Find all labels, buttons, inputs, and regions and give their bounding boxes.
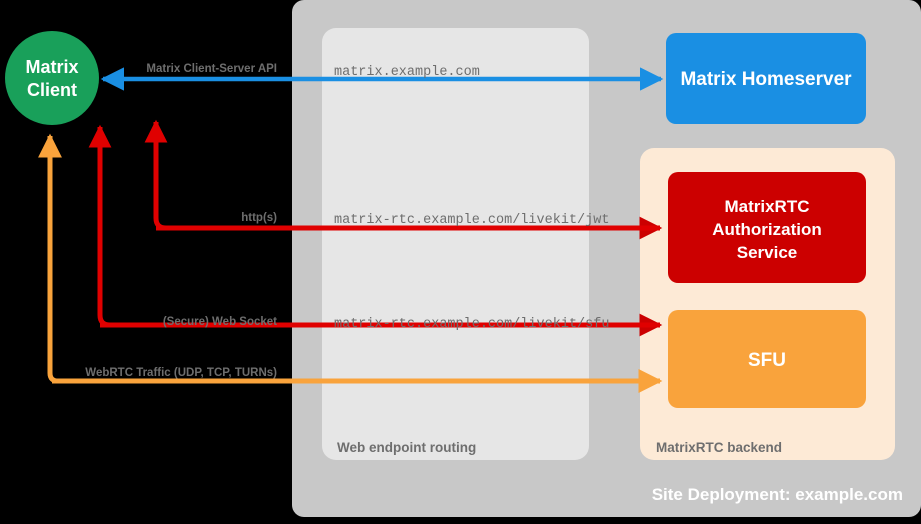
edge-label-client-server-api: Matrix Client-Server API xyxy=(146,63,277,75)
matrix-homeserver-label: Matrix Homeserver xyxy=(680,69,852,90)
edge-label-secure-websocket: (Secure) Web Socket xyxy=(163,316,277,328)
edge-label-https-jwt: http(s) xyxy=(241,212,277,224)
matrix-client-label-line1: Matrix xyxy=(25,57,78,77)
matrix-homeserver-node[interactable] xyxy=(666,33,866,124)
sfu-label: SFU xyxy=(748,350,786,371)
site-deployment-label: Site Deployment: example.com xyxy=(652,485,903,504)
matrixrtc-backend-label: MatrixRTC backend xyxy=(656,440,782,455)
auth-service-label-line1: MatrixRTC xyxy=(724,197,809,216)
endpoint-matrix-example-com: matrix.example.com xyxy=(334,65,480,80)
matrix-client-label-line2: Client xyxy=(27,80,77,100)
connection-https-jwt-return xyxy=(144,119,660,231)
auth-service-label-line2: Authorization xyxy=(712,220,822,239)
auth-service-label-line3: Service xyxy=(737,243,798,262)
matrixrtc-authorization-service-node[interactable] xyxy=(668,172,866,283)
sfu-node[interactable] xyxy=(668,310,866,408)
web-endpoint-routing-panel xyxy=(322,28,589,460)
matrix-client-node[interactable] xyxy=(5,31,99,125)
endpoint-livekit-sfu: matrix-rtc.example.com/livekit/sfu xyxy=(334,317,609,332)
connection-secure-websocket-return xyxy=(88,124,660,328)
endpoint-livekit-jwt: matrix-rtc.example.com/livekit/jwt xyxy=(334,213,609,228)
connection-webrtc-traffic-return xyxy=(37,133,660,384)
edge-label-webrtc-traffic: WebRTC Traffic (UDP, TCP, TURNs) xyxy=(85,367,277,379)
web-endpoint-routing-label: Web endpoint routing xyxy=(337,440,476,455)
